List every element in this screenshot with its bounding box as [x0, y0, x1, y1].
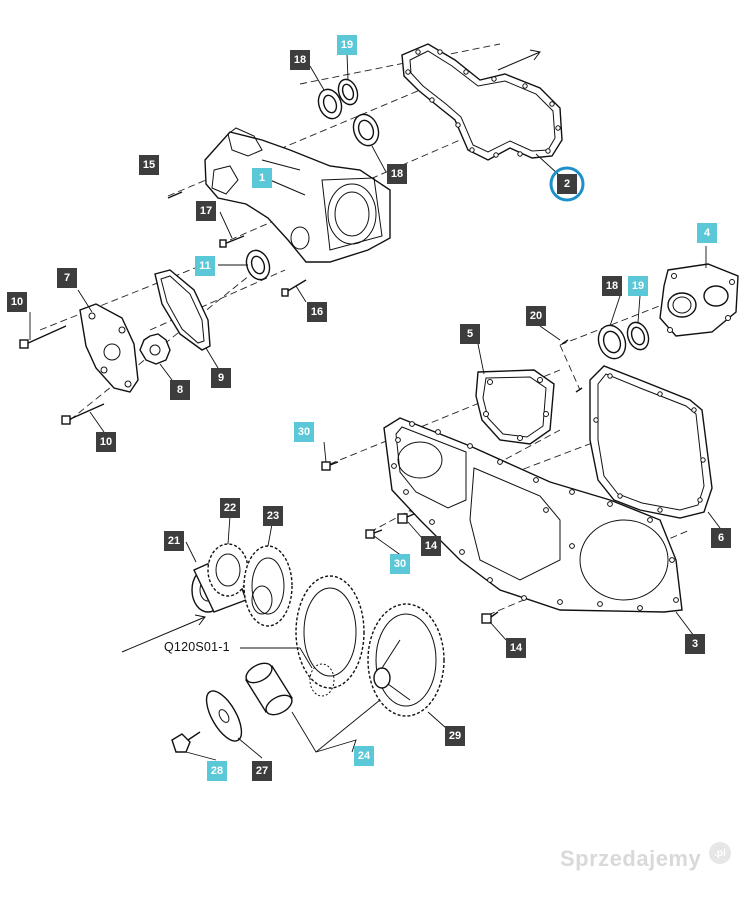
seal-18-right: [597, 324, 627, 360]
bolt-30-bottom: [365, 529, 383, 539]
callout-18-top: 18: [290, 50, 310, 70]
callout-11: 11: [195, 256, 215, 276]
leader-lines: [29, 53, 721, 761]
callout-2: 2: [557, 174, 577, 194]
bolt-17: [219, 235, 245, 248]
bolt-10-bottom: [61, 403, 105, 425]
gear-29: [367, 603, 445, 717]
callout-16: 16: [307, 302, 327, 322]
gear-22: [207, 543, 249, 597]
gasket-5: [475, 369, 555, 445]
gasket-9: [154, 269, 211, 351]
callout-9: 9: [211, 368, 231, 388]
callout-30-top: 30: [294, 422, 314, 442]
bolt-14-top: [397, 513, 415, 524]
callout-10-bottom: 10: [96, 432, 116, 452]
highlight-ring-2: [549, 166, 585, 202]
callout-22: 22: [220, 498, 240, 518]
bolt-15: [167, 191, 183, 199]
callout-27: 27: [252, 761, 272, 781]
seal-11: [245, 249, 271, 281]
callout-15: 15: [139, 155, 159, 175]
bolt-10-top: [19, 325, 67, 349]
gasket-2: [401, 43, 563, 161]
callout-18-right: 18: [602, 276, 622, 296]
pin-20: [561, 339, 583, 393]
callout-20: 20: [526, 306, 546, 326]
bolt-28: [171, 731, 201, 753]
callout-17: 17: [196, 201, 216, 221]
bolt-14-bottom: [481, 611, 499, 624]
callout-7: 7: [57, 268, 77, 288]
callout-24: 24: [354, 746, 374, 766]
seal-19-right: [626, 321, 650, 351]
callout-19-top: 19: [337, 35, 357, 55]
bolt-30-top: [321, 461, 339, 471]
callout-23: 23: [263, 506, 283, 526]
callout-6: 6: [711, 528, 731, 548]
callout-4: 4: [697, 223, 717, 243]
callout-8: 8: [170, 380, 190, 400]
seal-18-mid: [352, 113, 380, 147]
callout-21: 21: [164, 531, 184, 551]
watermark-text: Sprzedajemy: [560, 846, 702, 871]
gasket-6: [589, 365, 713, 519]
callout-29: 29: [445, 726, 465, 746]
callout-14-top: 14: [421, 536, 441, 556]
direction-arrow-top: [497, 49, 541, 71]
gear-8: [139, 333, 171, 365]
plate-3: [383, 417, 683, 613]
watermark-logo: .pl: [709, 842, 731, 864]
bushing-24: [245, 662, 293, 716]
cover-4: [659, 263, 739, 337]
callout-19-right: 19: [628, 276, 648, 296]
callout-3: 3: [685, 634, 705, 654]
washer-27: [205, 690, 243, 742]
gear-large-center: [295, 575, 365, 697]
callout-1: 1: [252, 168, 272, 188]
cover-7: [79, 303, 139, 393]
gear-23: [243, 545, 293, 627]
housing-1: [204, 127, 391, 263]
callout-30-bottom: 30: [390, 554, 410, 574]
direction-arrow-bottom: [121, 614, 206, 653]
callout-18-mid: 18: [387, 164, 407, 184]
callout-5: 5: [460, 324, 480, 344]
reference-code: Q120S01-1: [164, 640, 230, 654]
seal-18-top: [317, 88, 343, 120]
callout-28: 28: [207, 761, 227, 781]
bolt-16: [281, 279, 307, 297]
callout-10-top: 10: [7, 292, 27, 312]
seal-19-top: [337, 78, 359, 106]
callout-14-bottom: 14: [506, 638, 526, 658]
